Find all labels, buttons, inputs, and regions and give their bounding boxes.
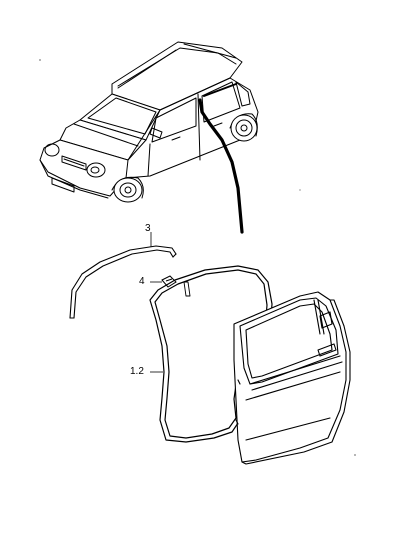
- window-run-channel: [70, 246, 176, 318]
- clip-part: [162, 276, 176, 287]
- car-illustration: [40, 42, 258, 232]
- part-label-3: 3: [145, 223, 151, 234]
- part-label-1-2: 1.2: [130, 366, 144, 377]
- scan-specks: [39, 59, 356, 456]
- part-label-4: 4: [139, 276, 145, 287]
- rear-door: [234, 292, 350, 464]
